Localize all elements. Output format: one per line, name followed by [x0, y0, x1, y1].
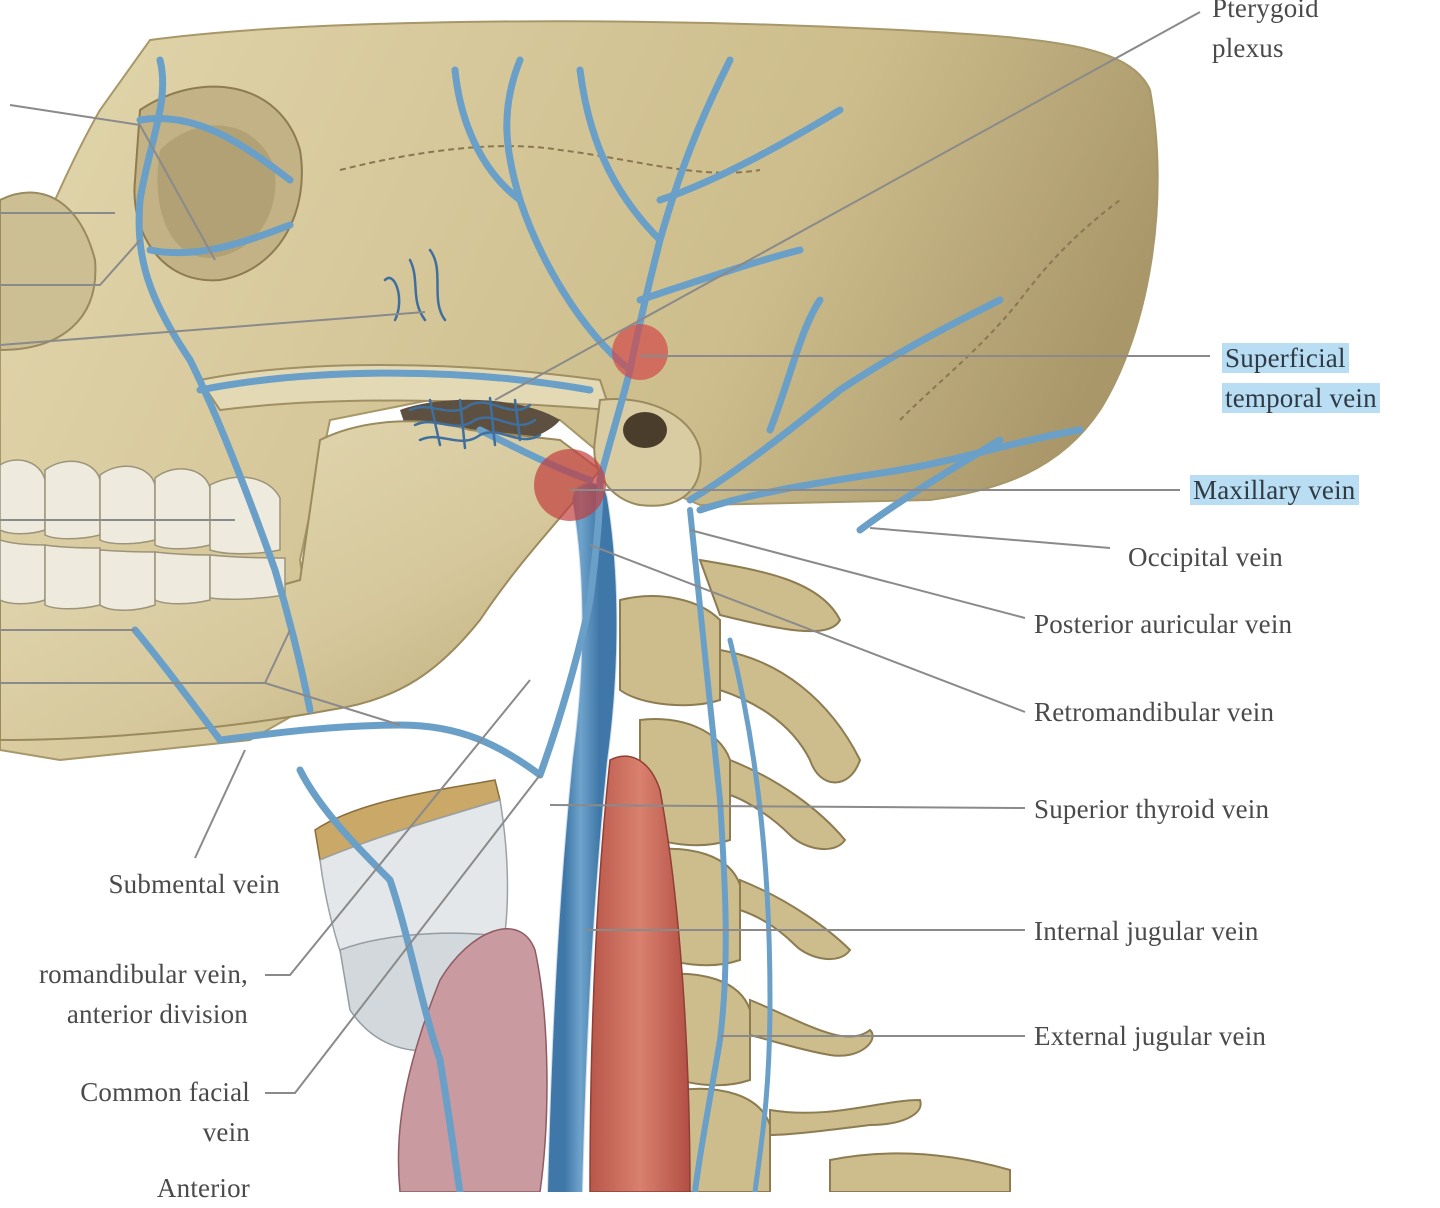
label-common-facial-vein: Common facial vein	[80, 1072, 250, 1152]
label-retromandibular-anterior-division: romandibular vein, anterior division	[39, 954, 248, 1034]
label-submental-vein: Submental vein	[108, 864, 280, 904]
label-line: Internal jugular vein	[1034, 916, 1259, 946]
label-superficial-temporal-vein: Superficial temporal vein	[1222, 338, 1380, 418]
label-line: anterior division	[66, 999, 248, 1029]
teeth	[0, 459, 286, 611]
label-line: External jugular vein	[1034, 1021, 1267, 1051]
label-line: Posterior auricular vein	[1034, 609, 1293, 639]
label-line: Anterior	[156, 1173, 250, 1203]
veins	[131, 56, 1084, 1192]
leader-lines	[0, 11, 1210, 1094]
label-line: Occipital vein	[1128, 542, 1283, 572]
label-external-jugular-vein: External jugular vein	[1034, 1016, 1266, 1056]
label-line-highlighted: Maxillary vein	[1190, 475, 1359, 505]
label-line: Submental vein	[108, 869, 280, 899]
label-pterygoid-plexus: Pterygoid plexus	[1212, 0, 1319, 68]
label-line: Superior thyroid vein	[1034, 794, 1270, 824]
label-posterior-auricular-vein: Posterior auricular vein	[1034, 604, 1292, 644]
marker-superficial-temporal	[612, 324, 668, 380]
label-line: Common facial	[80, 1077, 250, 1107]
label-maxillary-vein: Maxillary vein	[1190, 470, 1359, 510]
label-line: vein	[202, 1117, 250, 1147]
label-retromandibular-vein: Retromandibular vein	[1034, 692, 1274, 732]
thyroid-gland	[397, 928, 548, 1192]
marker-maxillary	[534, 449, 606, 521]
label-superior-thyroid-vein: Superior thyroid vein	[1034, 789, 1269, 829]
label-line: Retromandibular vein	[1034, 697, 1275, 727]
label-line: plexus	[1212, 33, 1284, 63]
larynx	[314, 779, 509, 1052]
label-anterior: Anterior	[157, 1168, 250, 1208]
label-line-highlighted: temporal vein	[1222, 383, 1380, 413]
muscle	[589, 755, 691, 1192]
label-line: romandibular vein,	[38, 959, 248, 989]
label-line: Pterygoid	[1212, 0, 1319, 23]
label-internal-jugular-vein: Internal jugular vein	[1034, 911, 1259, 951]
label-line-highlighted: Superficial	[1222, 343, 1349, 373]
label-occipital-vein: Occipital vein	[1128, 537, 1283, 577]
